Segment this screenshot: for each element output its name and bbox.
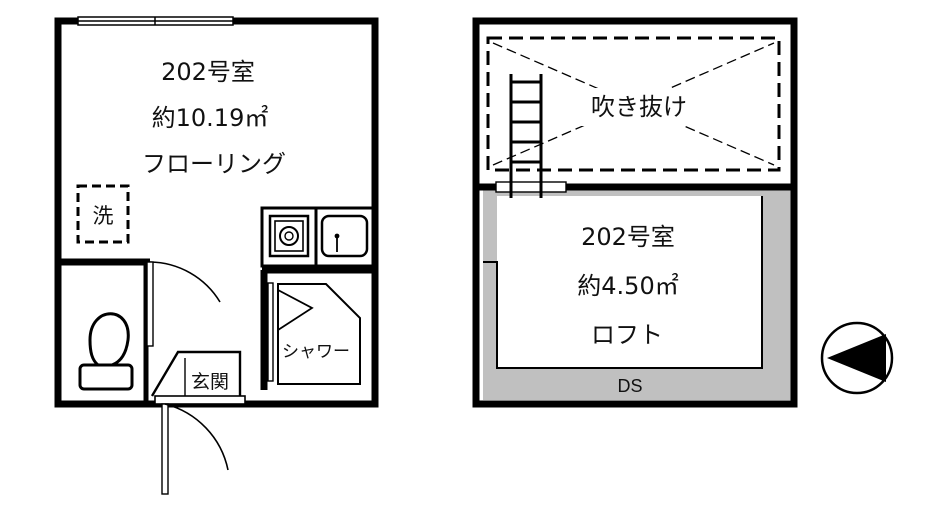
stove-icon xyxy=(268,214,310,258)
ladder-icon xyxy=(495,74,567,198)
toilet-room xyxy=(58,258,221,404)
loft-label: ロフト xyxy=(591,321,663,349)
main-room-area: 約10.19㎡ xyxy=(152,104,269,132)
shower-label: シャワー xyxy=(282,342,350,362)
window xyxy=(77,16,234,26)
low-ceiling-shading xyxy=(483,188,791,400)
sink-icon xyxy=(320,214,369,258)
entrance-label: 玄関 xyxy=(191,371,229,393)
loft-floor-plan: 吹き抜け 202号室 約4.50㎡ ロフト DS xyxy=(472,17,798,408)
entrance xyxy=(150,350,246,495)
front-door-swing xyxy=(161,403,229,495)
loft-room-name: 202号室 xyxy=(581,223,675,251)
loft-room-area: 約4.50㎡ xyxy=(577,272,678,300)
toilet-icon xyxy=(78,312,134,391)
shower-room xyxy=(260,266,375,390)
laundry-pan xyxy=(76,184,130,244)
toilet-door-swing xyxy=(149,261,221,345)
ds-label: DS xyxy=(617,376,642,396)
void-label: 吹き抜け xyxy=(591,93,687,121)
main-floor-type: フローリング xyxy=(142,150,286,178)
loft-outer-wall xyxy=(472,17,798,408)
kitchen-counter xyxy=(260,206,377,268)
main-room-name: 202号室 xyxy=(161,58,255,86)
north-arrow-icon xyxy=(820,321,894,395)
laundry-label: 洗 xyxy=(93,204,114,228)
main-floor-plan: 202号室 約10.19㎡ フローリング 洗 玄関 シャワー xyxy=(54,16,379,495)
shower-tray xyxy=(277,283,361,385)
